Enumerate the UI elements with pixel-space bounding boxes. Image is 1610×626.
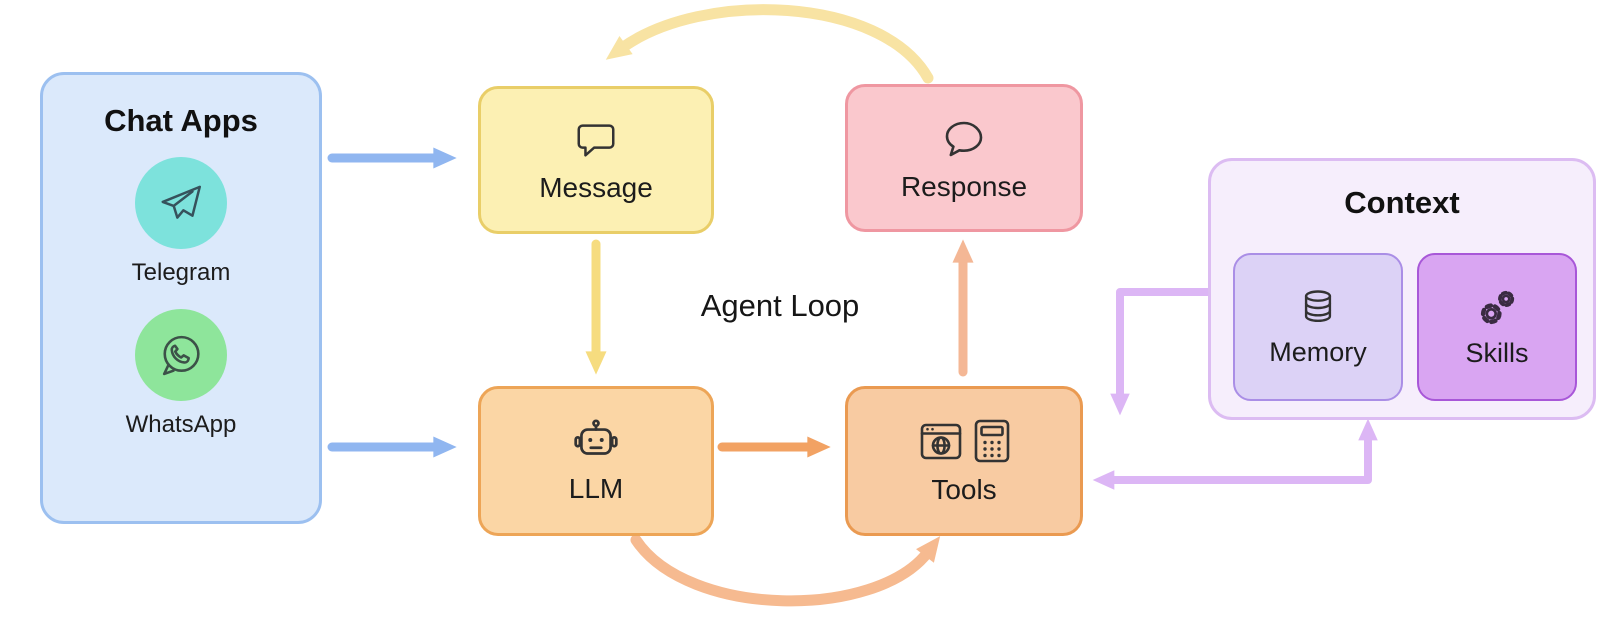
whatsapp-label: WhatsApp — [125, 411, 237, 438]
skills-label: Skills — [1465, 338, 1529, 368]
whatsapp-circle — [135, 309, 227, 401]
response-label: Response — [900, 170, 1028, 202]
speech-bubble-icon — [577, 123, 615, 157]
memory-node: Memory — [1233, 253, 1403, 401]
telegram-item: Telegram — [131, 139, 231, 287]
telegram-icon — [161, 185, 201, 219]
message-label: Message — [539, 171, 653, 203]
chat-apps-title: Chat Apps — [104, 103, 258, 138]
tools-node: Tools — [845, 386, 1083, 536]
telegram-circle — [135, 157, 227, 249]
chat-apps-panel: Chat Apps Telegram — [40, 72, 322, 524]
tools-label: Tools — [931, 473, 997, 505]
context-title: Context — [1344, 185, 1460, 220]
gears-icon — [1480, 290, 1515, 325]
robot-icon — [574, 418, 618, 455]
arrow-response-to-message-curved — [605, 4, 934, 84]
memory-label: Memory — [1269, 337, 1367, 367]
message-node: Message — [478, 86, 714, 234]
arrow-context-to-tools-left — [1092, 434, 1372, 490]
telegram-label: Telegram — [131, 259, 231, 286]
calculator-icon — [974, 419, 1009, 462]
context-panel: Context Memory Skil — [1208, 158, 1596, 420]
skills-node: Skills — [1417, 253, 1577, 401]
round-speech-bubble-icon — [945, 121, 983, 156]
response-node: Response — [845, 84, 1083, 232]
browser-icon — [920, 423, 961, 459]
whatsapp-item: WhatsApp — [125, 287, 237, 439]
llm-label: LLM — [568, 472, 624, 504]
arrow-context-to-tools-elbow — [1110, 288, 1212, 416]
llm-node: LLM — [478, 386, 714, 536]
arrow-llm-to-tools-curved — [630, 534, 941, 607]
tools-icons — [917, 417, 1012, 465]
agent-loop-label: Agent Loop — [700, 288, 860, 323]
whatsapp-icon — [162, 335, 200, 376]
database-icon — [1304, 290, 1332, 323]
